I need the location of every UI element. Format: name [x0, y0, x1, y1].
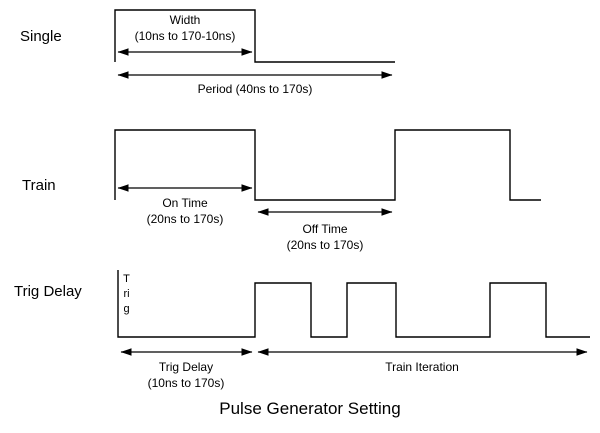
train-row-label: Train: [22, 177, 56, 194]
trig-delay-row-label: Trig Delay: [14, 283, 82, 300]
off-time-label: Off Time: [302, 222, 348, 236]
width-label: Width: [169, 13, 201, 27]
train-waveform: [114, 129, 541, 201]
width-range: (10ns to 170-10ns): [134, 29, 236, 43]
on-time-label: On Time: [162, 196, 208, 210]
train-iteration-label: Train Iteration: [385, 360, 459, 374]
single-waveform: [114, 9, 395, 63]
single-row-label: Single: [20, 28, 62, 45]
off-time-range: (20ns to 170s): [286, 238, 364, 252]
diagram-title: Pulse Generator Setting: [219, 399, 401, 418]
trig-delay-label: Trig Delay: [158, 360, 214, 374]
on-time-range: (20ns to 170s): [146, 212, 224, 226]
period-label: Period (40ns to 170s): [197, 82, 313, 96]
trig-marker-label: Trig: [123, 273, 130, 315]
trig-delay-waveform: [117, 270, 590, 338]
trig-delay-range: (10ns to 170s): [147, 376, 225, 390]
